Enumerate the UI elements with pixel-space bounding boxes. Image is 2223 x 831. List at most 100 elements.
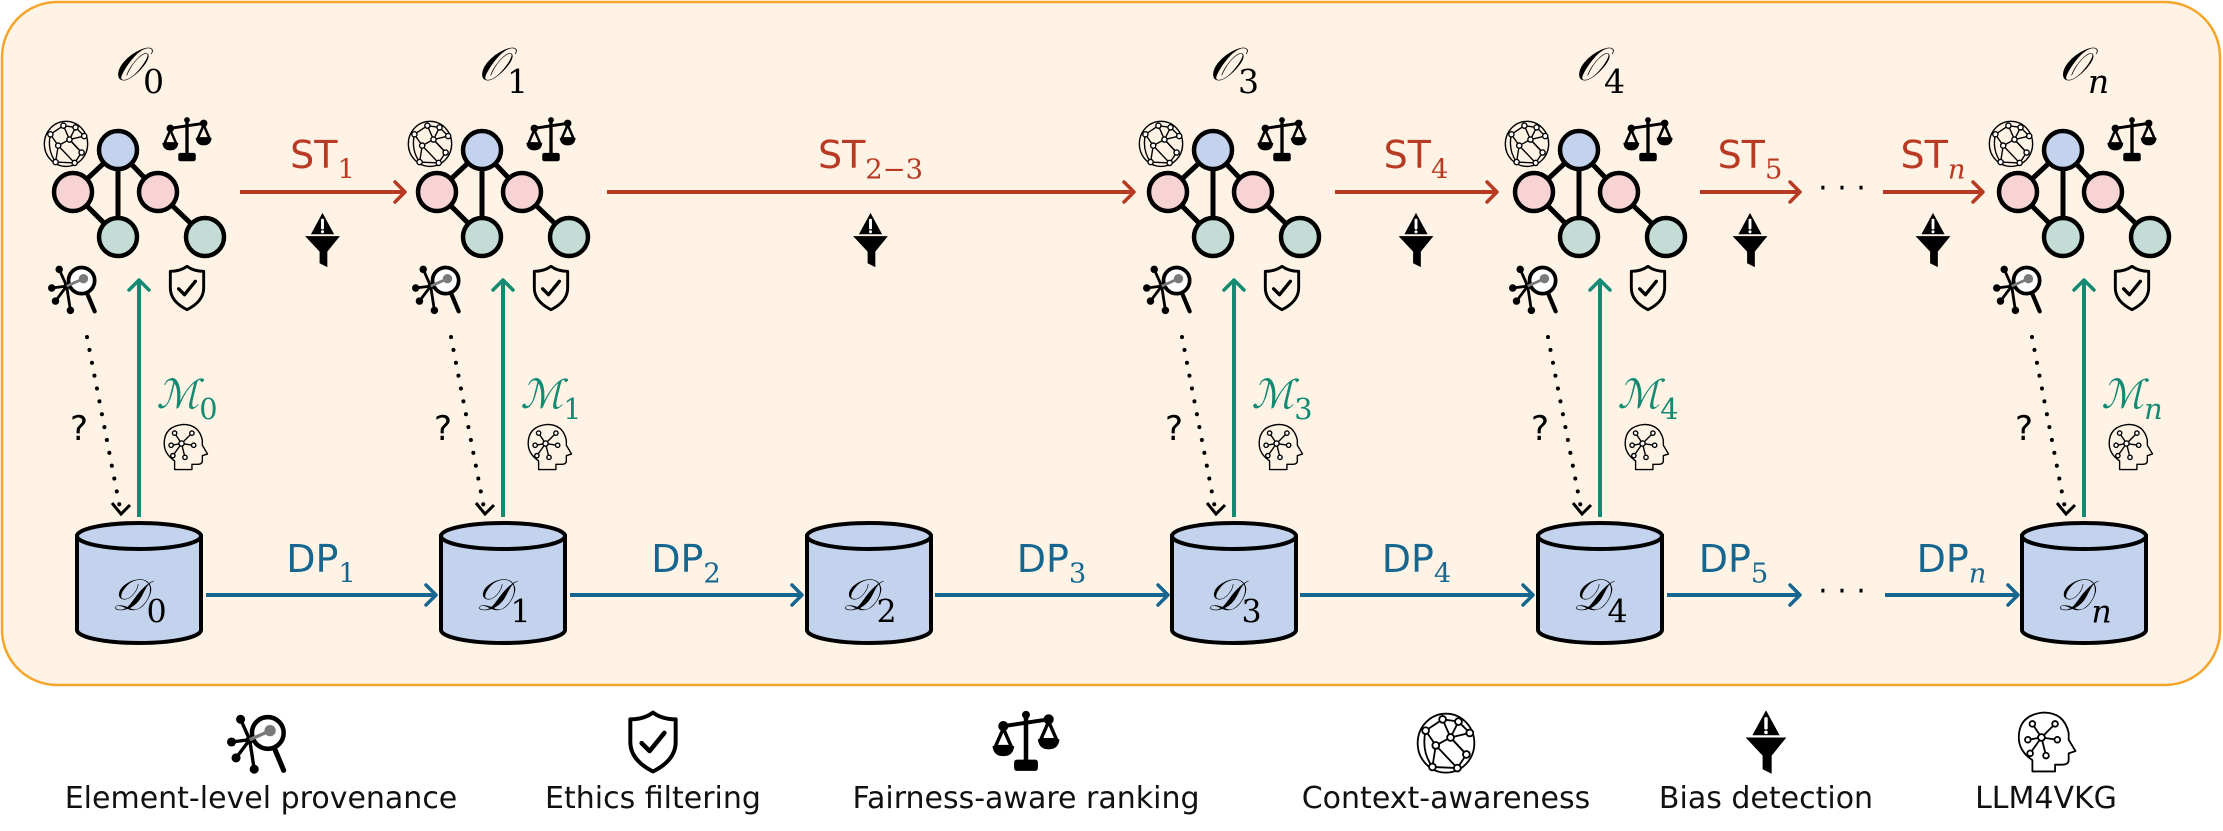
ontology-node-root bbox=[1557, 128, 1601, 172]
pipeline-label: DP2 bbox=[651, 537, 721, 590]
transition-label: ST1 bbox=[290, 133, 355, 186]
dataset-cylinder[interactable]: 𝒟2 bbox=[805, 521, 933, 645]
ontology-node-leaf-middle bbox=[1557, 215, 1601, 259]
semantic-transition-2−3[interactable]: ST2−3 bbox=[607, 133, 1136, 268]
mapping-label: ℳ1 bbox=[520, 372, 581, 426]
mapping-label-main: ℳ bbox=[1617, 372, 1665, 418]
mapping-label: ℳ0 bbox=[156, 372, 217, 426]
query-arrow-line bbox=[1546, 335, 1583, 510]
ontology-node-class-right bbox=[500, 170, 544, 214]
query-arrow-head bbox=[1205, 502, 1227, 517]
transition-label-subscript: 2−3 bbox=[865, 155, 923, 186]
ontology-node-class-right bbox=[136, 170, 180, 214]
dataset-label-subscript: 1 bbox=[510, 594, 530, 630]
cylinder-top bbox=[1170, 521, 1298, 551]
cylinder-top bbox=[1536, 521, 1664, 551]
ethics-filtering-icon bbox=[630, 713, 675, 772]
transition-label-subscript: 4 bbox=[1431, 155, 1448, 186]
mapping-arrow[interactable]: ℳn bbox=[2072, 278, 2163, 517]
legend-item: Element-level provenance bbox=[65, 715, 457, 816]
data-pipeline-2[interactable]: DP2 bbox=[570, 537, 804, 607]
ontology-label-subscript: 1 bbox=[507, 62, 528, 101]
ontology-graph[interactable] bbox=[51, 128, 227, 259]
query-arrow-head bbox=[2055, 502, 2077, 517]
query-arrow-head bbox=[110, 502, 132, 517]
mapping-label-subscript: 1 bbox=[563, 392, 581, 426]
query-arrow[interactable]: ? bbox=[70, 335, 132, 517]
ontology-node-class-left bbox=[1996, 170, 2040, 214]
data-pipeline-n[interactable]: DPn bbox=[1885, 537, 2020, 607]
mapping-label-subscript: n bbox=[2144, 392, 2163, 426]
ontology-node-leaf-right bbox=[2128, 215, 2172, 259]
mapping-arrow[interactable]: ℳ0 bbox=[127, 278, 218, 517]
transition-label-subscript: n bbox=[1948, 155, 1966, 186]
mapping-arrow[interactable]: ℳ4 bbox=[1588, 278, 1679, 517]
transition-label-main: ST bbox=[290, 133, 338, 177]
semantic-transition-5[interactable]: ST5 bbox=[1700, 133, 1802, 268]
semantic-transition-n[interactable]: STn bbox=[1883, 133, 1985, 268]
legend-label: Ethics filtering bbox=[545, 781, 761, 816]
query-arrow[interactable]: ? bbox=[1165, 335, 1227, 517]
mapping-label-subscript: 3 bbox=[1294, 392, 1312, 426]
pipeline-label: DP5 bbox=[1699, 537, 1769, 590]
ontology-graph[interactable] bbox=[415, 128, 591, 259]
query-arrow[interactable]: ? bbox=[1531, 335, 1593, 517]
ontology-node-leaf-middle bbox=[1191, 215, 1235, 259]
dataset-cylinder[interactable]: 𝒟0 bbox=[75, 521, 203, 645]
stage-2: 𝒟2 bbox=[805, 521, 933, 645]
mapping-label: ℳn bbox=[2101, 372, 2162, 426]
ontology-label-subscript: n bbox=[2088, 62, 2109, 101]
query-mark: ? bbox=[70, 409, 88, 449]
dataset-cylinder[interactable]: 𝒟3 bbox=[1170, 521, 1298, 645]
dataset-label-subscript: 2 bbox=[876, 594, 896, 630]
dataset-cylinder[interactable]: 𝒟n bbox=[2020, 521, 2148, 645]
ontology-node-leaf-right bbox=[1644, 215, 1688, 259]
data-pipeline-4[interactable]: DP4 bbox=[1300, 537, 1535, 607]
pipeline-label-subscript: 3 bbox=[1069, 559, 1086, 590]
legend-item: LLM4VKG bbox=[1975, 711, 2117, 816]
pipeline-label-subscript: 1 bbox=[338, 559, 355, 590]
ontology-graph[interactable] bbox=[1512, 128, 1688, 259]
data-pipeline-1[interactable]: DP1 bbox=[206, 537, 438, 607]
pipeline-label: DP4 bbox=[1382, 537, 1452, 590]
query-arrow[interactable]: ? bbox=[2015, 335, 2077, 517]
pipeline-label-main: DP bbox=[1917, 537, 1969, 581]
ontology-graph[interactable] bbox=[1146, 128, 1322, 259]
cylinder-body bbox=[1170, 534, 1298, 645]
pipeline-label-main: DP bbox=[651, 537, 703, 581]
ontology-graph[interactable] bbox=[1996, 128, 2172, 259]
fairness-aware-ranking-icon bbox=[993, 711, 1059, 770]
query-arrow-head bbox=[1571, 502, 1593, 517]
dataset-label-subscript: n bbox=[2091, 594, 2111, 630]
pipeline-label-main: DP bbox=[1699, 537, 1751, 581]
mapping-label-main: ℳ bbox=[1251, 372, 1299, 418]
ontology-node-class-left bbox=[415, 170, 459, 214]
data-pipeline-5[interactable]: DP5 bbox=[1667, 537, 1802, 607]
cylinder-top bbox=[2020, 521, 2148, 551]
mapping-label-main: ℳ bbox=[520, 372, 568, 418]
query-arrow[interactable]: ? bbox=[434, 335, 496, 517]
legend-item: Ethics filtering bbox=[545, 713, 761, 816]
mapping-arrow[interactable]: ℳ1 bbox=[491, 278, 582, 517]
transition-label-main: ST bbox=[1718, 133, 1766, 177]
data-pipeline-3[interactable]: DP3 bbox=[935, 537, 1170, 607]
dataset-cylinder[interactable]: 𝒟1 bbox=[439, 521, 567, 645]
ontology-node-leaf-middle bbox=[460, 215, 504, 259]
ontology-node-class-right bbox=[2081, 170, 2125, 214]
legend-label: Context-awareness bbox=[1302, 781, 1591, 816]
semantic-transition-1[interactable]: ST1 bbox=[240, 133, 407, 268]
mapping-arrow[interactable]: ℳ3 bbox=[1222, 278, 1313, 517]
ontology-node-leaf-middle bbox=[2041, 215, 2085, 259]
pipeline-label: DP1 bbox=[286, 537, 356, 590]
semantic-transition-4[interactable]: ST4 bbox=[1335, 133, 1499, 268]
transition-label: ST5 bbox=[1718, 133, 1783, 186]
dataset-cylinder[interactable]: 𝒟4 bbox=[1536, 521, 1664, 645]
ontology-node-leaf-right bbox=[1278, 215, 1322, 259]
transition-label: STn bbox=[1901, 133, 1966, 186]
ontology-node-leaf-middle bbox=[96, 215, 140, 259]
